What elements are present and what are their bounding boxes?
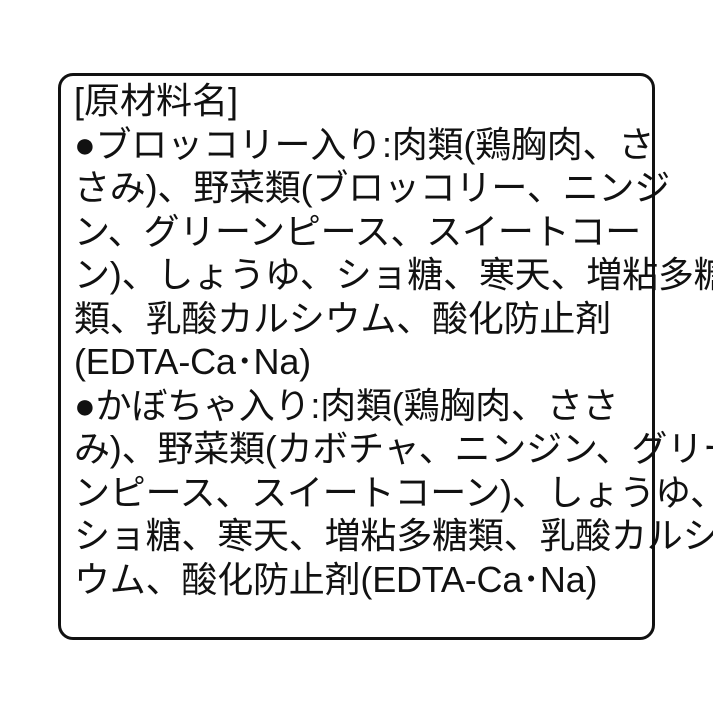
ingredient-label-card: [原材料名] ●ブロッコリー入り:肉類(鶏胸肉、さ さみ)、野菜類(ブロッコリー… xyxy=(58,73,713,640)
ingredient-label-heading: [原材料名] xyxy=(74,80,239,121)
ingredient-line-8: み)、野菜類(カボチャ、ニンジン、グリー xyxy=(74,428,713,469)
ingredient-line-1: ●ブロッコリー入り:肉類(鶏胸肉、さ xyxy=(74,123,655,165)
ingredient-line-2: さみ)、野菜類(ブロッコリー、ニンジ xyxy=(74,167,671,208)
ingredient-line-11: ウム、酸化防止剤(EDTA-Ca･Na) xyxy=(74,558,598,600)
ingredient-line-5: 類、乳酸カルシウム、酸化防止剤 xyxy=(74,297,612,339)
ingredient-line-10: ショ糖、寒天、増粘多糖類、乳酸カルシ xyxy=(74,515,713,556)
ingredient-text-block: [原材料名] ●ブロッコリー入り:肉類(鶏胸肉、さ さみ)、野菜類(ブロッコリー… xyxy=(74,79,713,601)
ingredient-line-3: ン、グリーンピース、スイートコー xyxy=(74,210,642,252)
ingredient-line-7: ●かぼちゃ入り:肉類(鶏胸肉、ささ xyxy=(74,384,619,426)
ingredient-line-4: ン)、しょうゆ、ショ糖、寒天、増粘多糖 xyxy=(74,254,713,295)
ingredient-line-6: (EDTA-Ca･Na) xyxy=(74,341,311,382)
ingredient-line-9: ンピース、スイートコーン)、しょうゆ、 xyxy=(74,471,713,513)
